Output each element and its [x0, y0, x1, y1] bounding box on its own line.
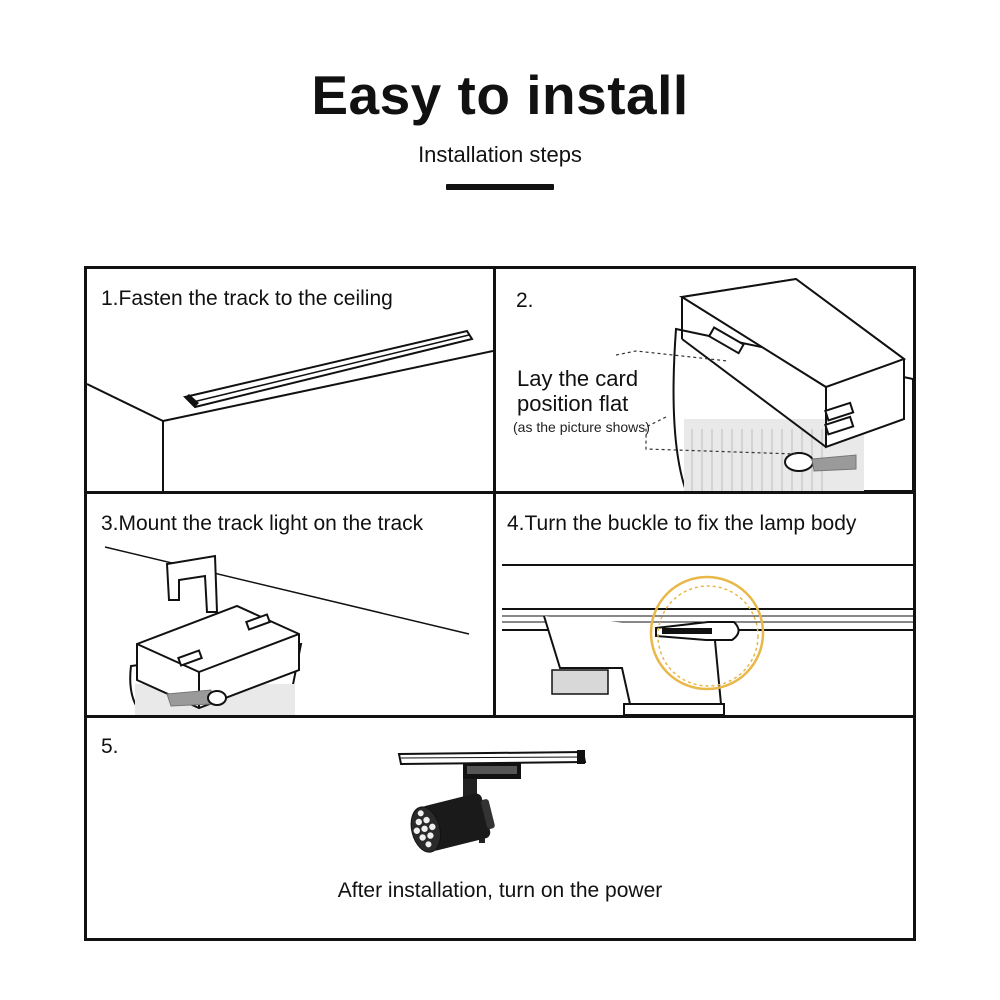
steps-grid: 1.Fasten the track to the ceiling: [84, 266, 916, 941]
step-3-label: 3.Mount the track light on the track: [101, 512, 424, 535]
step-4-panel: 4.Turn the buckle to fix the lamp body: [496, 494, 913, 715]
page-subtitle: Installation steps: [418, 142, 582, 167]
step-2-note-line1: Lay the card: [517, 366, 639, 391]
grid-divider-horizontal-2: [87, 715, 913, 718]
step-2-illustration: [615, 277, 913, 491]
step-5-spotlight-illustration: [397, 750, 587, 853]
step-3-panel: 3.Mount the track light on the track: [87, 494, 493, 715]
step-4-label: 4.Turn the buckle to fix the lamp body: [507, 512, 857, 535]
page-title: Easy to install: [311, 64, 689, 126]
step-1-illustration: [87, 329, 493, 491]
step-3-illustration: [104, 546, 470, 715]
step-1-label: 1.Fasten the track to the ceiling: [101, 287, 393, 310]
title-underline: [446, 184, 554, 190]
step-5-caption: After installation, turn on the power: [337, 879, 663, 902]
step-2-panel: 2. Lay the card position flat (as the pi…: [496, 269, 913, 491]
step-2-note-paren: (as the picture shows): [513, 419, 650, 435]
step-1-panel: 1.Fasten the track to the ceiling: [87, 269, 493, 491]
step-2-label: 2.: [516, 289, 534, 312]
step-5-label: 5.: [101, 735, 119, 758]
step-2-note-line2: position flat: [517, 391, 629, 416]
step-4-illustration: [502, 564, 913, 715]
grid-divider-horizontal-1: [87, 491, 913, 494]
step-5-panel: 5.: [87, 718, 913, 938]
